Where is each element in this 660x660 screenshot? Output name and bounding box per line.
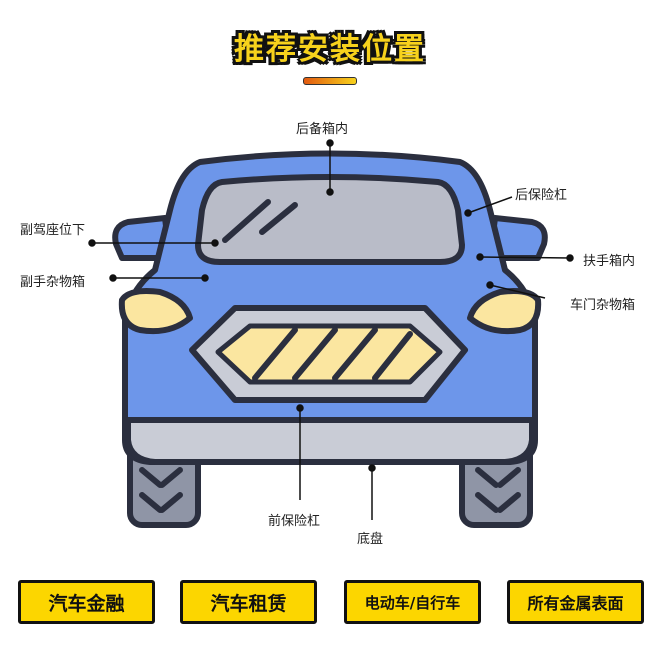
page-title: 推荐安装位置 <box>234 32 426 67</box>
label-rear-bumper: 后保险杠 <box>515 188 568 203</box>
title-underline <box>303 77 357 85</box>
label-chassis: 底盘 <box>357 532 384 547</box>
left-headlight <box>118 288 193 335</box>
label-trunk: 后备箱内 <box>296 122 349 137</box>
lower-bumper <box>125 417 535 465</box>
label-door-pocket: 车门杂物箱 <box>570 298 636 313</box>
button-metal-surfaces[interactable]: 所有金属表面 <box>507 580 644 624</box>
button-auto-finance[interactable]: 汽车金融 <box>18 580 155 624</box>
label-glovebox: 副手杂物箱 <box>20 275 86 290</box>
callout-lines <box>88 139 574 520</box>
label-front-bumper: 前保险杠 <box>268 514 321 529</box>
button-car-rental[interactable]: 汽车租赁 <box>180 580 317 624</box>
left-mirror <box>112 215 173 261</box>
windshield <box>195 174 465 265</box>
label-armrest: 扶手箱内 <box>583 254 636 269</box>
right-mirror <box>487 215 548 261</box>
car-detail-strokes <box>139 199 521 513</box>
button-ebike[interactable]: 电动车/自行车 <box>344 580 481 624</box>
label-passenger-seat: 副驾座位下 <box>20 223 86 238</box>
